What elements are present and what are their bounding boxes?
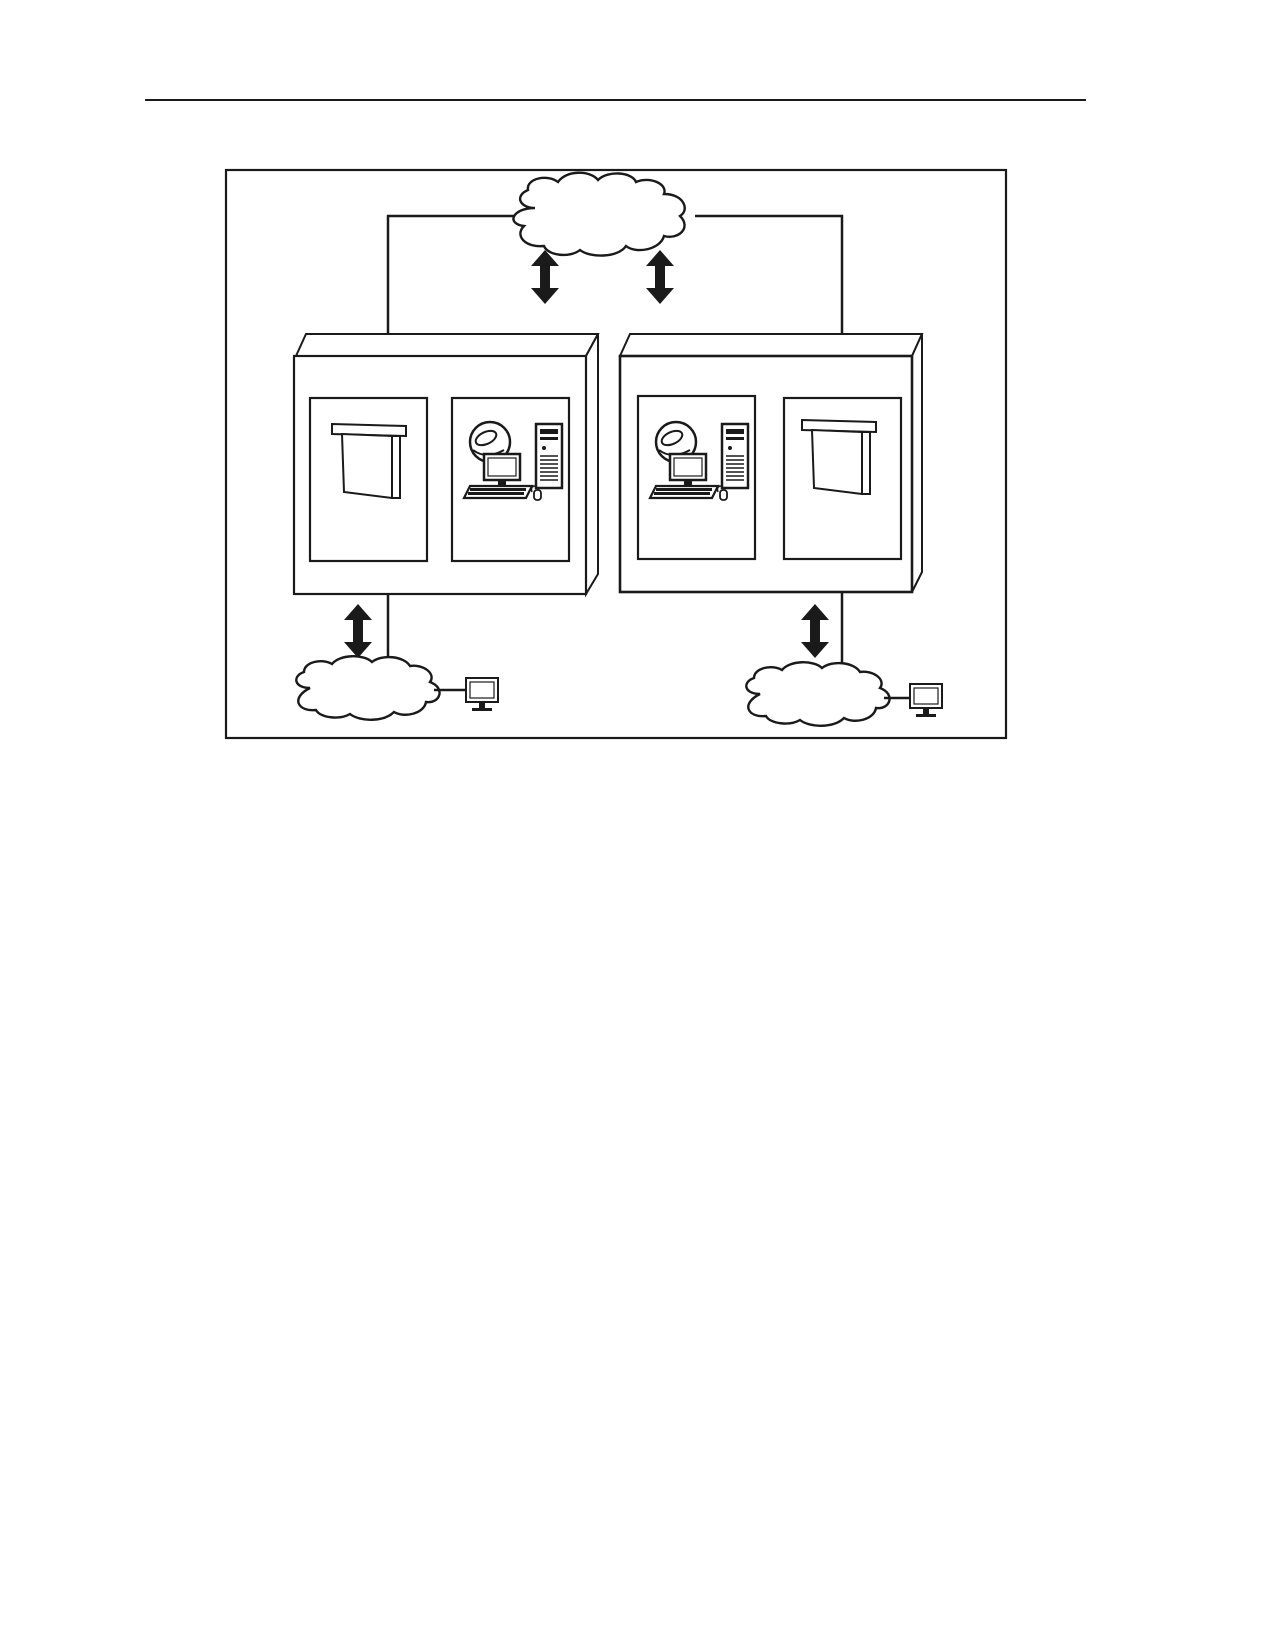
- bottom-connection-lines: [386, 592, 844, 672]
- right-site-box: [618, 333, 924, 594]
- cloud-icon: [512, 171, 686, 257]
- server-icon: [801, 419, 877, 495]
- left-site-box: [292, 333, 600, 598]
- top-connection-lines: [386, 214, 844, 333]
- cloud-icon: [295, 655, 441, 721]
- server-icon: [331, 423, 407, 499]
- cloud-icon: [745, 661, 891, 727]
